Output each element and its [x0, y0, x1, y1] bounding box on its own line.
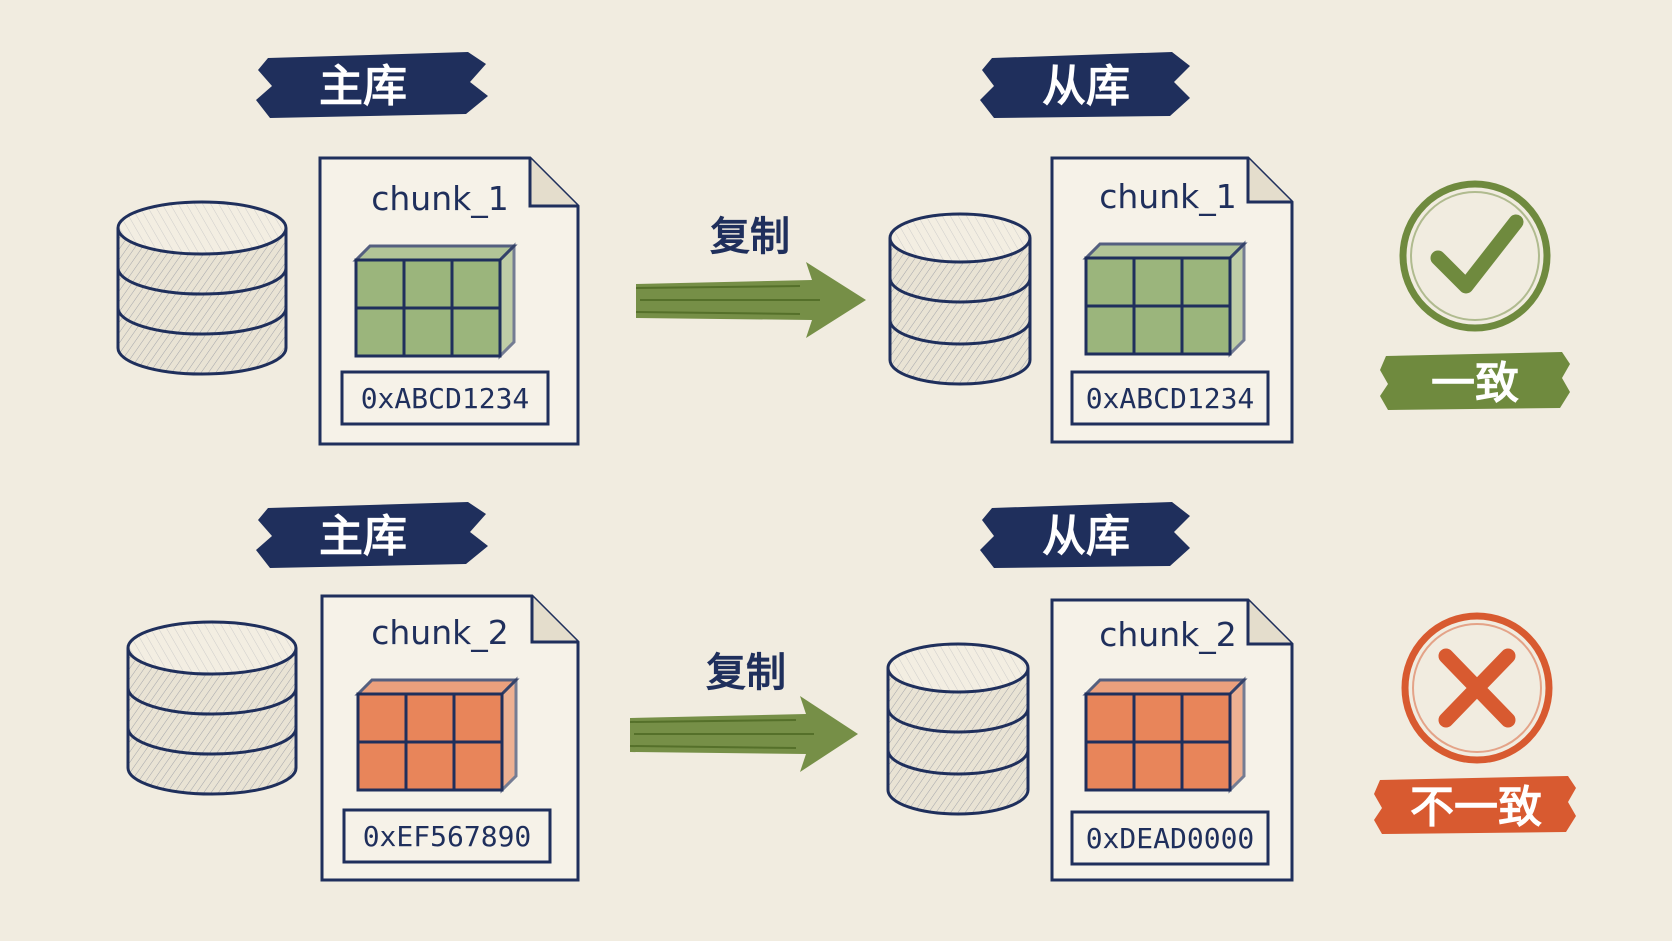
- master-checksum: 0xEF567890: [363, 820, 532, 853]
- data-block: [354, 306, 406, 358]
- arrow-right-icon: [629, 696, 858, 772]
- cube-side: [500, 676, 518, 794]
- cube-top: [354, 678, 520, 696]
- cube-side: [498, 242, 516, 360]
- master-chunk-document: chunk_2 0xEF567890: [320, 594, 580, 882]
- data-block: [1180, 692, 1232, 744]
- data-block: [1132, 304, 1184, 356]
- master-label: 主库: [319, 61, 407, 112]
- master-database-icon: [116, 200, 288, 376]
- data-blocks-icon: [354, 676, 520, 794]
- data-block: [1132, 256, 1184, 308]
- status-label: 不一致: [1410, 782, 1542, 833]
- status-inconsistent: 不一致: [1374, 612, 1576, 834]
- master-chunk-document: chunk_1 0xABCD1234: [318, 156, 580, 446]
- data-block: [356, 692, 408, 744]
- data-block: [1084, 256, 1136, 308]
- cube-side: [1228, 240, 1246, 358]
- status-label: 一致: [1431, 358, 1519, 409]
- master-checksum: 0xABCD1234: [361, 382, 530, 415]
- replication-arrow: 复制: [629, 650, 858, 772]
- row-consistent: 主库 chunk_1 0xABCD1234 复制: [116, 52, 1570, 446]
- data-block: [1084, 304, 1136, 356]
- cube-top: [352, 244, 518, 262]
- data-block: [354, 258, 406, 310]
- master-chunk-name: chunk_1: [371, 179, 509, 218]
- arrow-right-icon: [635, 262, 866, 338]
- copy-label: 复制: [706, 650, 786, 696]
- master-label-badge: 主库: [256, 502, 488, 568]
- master-chunk-name: chunk_2: [371, 613, 509, 652]
- replica-chunk-document: chunk_2 0xDEAD0000: [1050, 598, 1294, 882]
- replica-checksum: 0xDEAD0000: [1086, 822, 1255, 855]
- data-block: [404, 740, 456, 792]
- data-block: [450, 306, 502, 358]
- data-block: [1132, 740, 1184, 792]
- replica-chunk-name: chunk_2: [1099, 615, 1237, 654]
- data-blocks-icon: [1082, 676, 1248, 794]
- data-block: [1180, 740, 1232, 792]
- cross-icon: [1401, 612, 1553, 764]
- replica-checksum: 0xABCD1234: [1086, 382, 1255, 415]
- data-block: [1132, 692, 1184, 744]
- replica-label: 从库: [1042, 61, 1130, 112]
- data-block: [402, 258, 454, 310]
- data-blocks-icon: [352, 242, 518, 360]
- replica-label-badge: 从库: [980, 502, 1190, 568]
- data-block: [356, 740, 408, 792]
- replication-arrow: 复制: [635, 214, 866, 338]
- data-blocks-icon: [1082, 240, 1248, 358]
- data-block: [1084, 692, 1136, 744]
- master-database-icon: [126, 620, 298, 796]
- replica-database-icon: [888, 212, 1032, 386]
- master-label-badge: 主库: [256, 52, 488, 118]
- replica-label-badge: 从库: [980, 52, 1190, 118]
- data-block: [1084, 740, 1136, 792]
- replica-chunk-name: chunk_1: [1099, 177, 1237, 216]
- data-block: [450, 258, 502, 310]
- replica-database-icon: [886, 642, 1030, 816]
- data-block: [404, 692, 456, 744]
- data-block: [1180, 256, 1232, 308]
- check-icon: [1399, 180, 1551, 332]
- cube-top: [1082, 678, 1248, 696]
- replica-label: 从库: [1042, 511, 1130, 562]
- data-block: [1180, 304, 1232, 356]
- master-label: 主库: [319, 511, 407, 562]
- replica-chunk-document: chunk_1 0xABCD1234: [1050, 156, 1294, 444]
- data-block: [402, 306, 454, 358]
- cube-top: [1082, 242, 1248, 260]
- status-consistent: 一致: [1380, 180, 1570, 410]
- data-block: [452, 740, 504, 792]
- row-inconsistent: 主库 chunk_2 0xEF567890 复制: [126, 502, 1576, 882]
- copy-label: 复制: [710, 214, 790, 260]
- cube-side: [1228, 676, 1246, 794]
- data-block: [452, 692, 504, 744]
